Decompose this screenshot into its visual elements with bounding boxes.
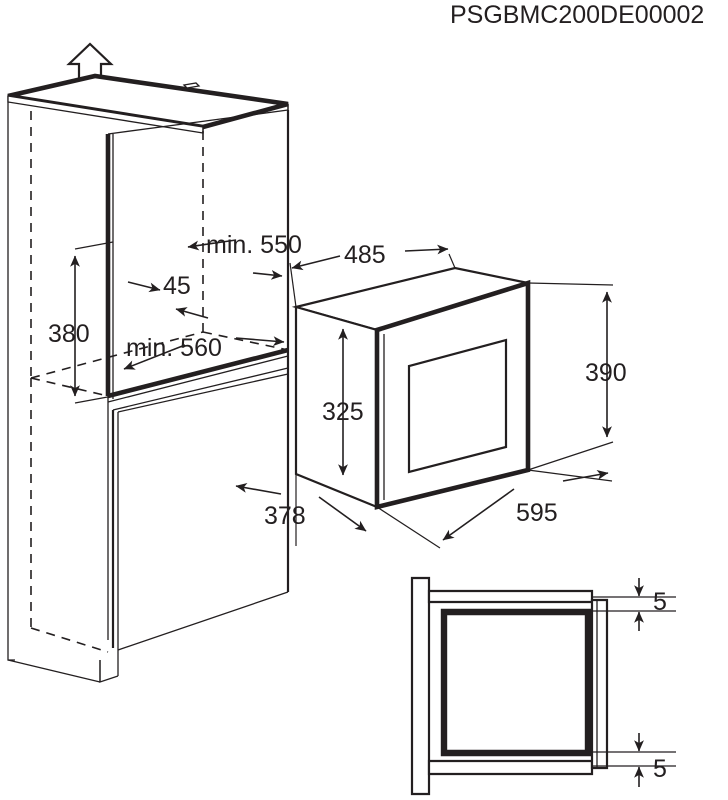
- dimension-485-label: 485: [344, 241, 386, 269]
- dimension-378: 378: [235, 474, 367, 546]
- cabinet-carcass: [7, 73, 290, 683]
- dimension-325: 325: [322, 328, 364, 476]
- dimension-min-550: min. 550: [187, 231, 302, 280]
- appliance-view: 485 325 390 378: [235, 241, 627, 549]
- dimension-min-560-label: min. 560: [126, 334, 222, 362]
- dimension-595: 595: [376, 469, 613, 549]
- dimension-390: 390: [527, 282, 627, 471]
- detail-right-frame-bar: [590, 598, 609, 770]
- dimension-325-label: 325: [322, 398, 364, 426]
- detail-upper-rail: [427, 589, 594, 604]
- dimension-390-label: 390: [585, 359, 627, 387]
- dimension-45-label: 45: [163, 272, 191, 300]
- cabinet-upper-niche: [30, 109, 289, 403]
- dimension-378-label: 378: [264, 502, 306, 530]
- dimension-min-560: min. 560: [123, 334, 285, 370]
- drawing-title: PSGBMC200DE00002: [450, 1, 704, 29]
- detail-cabinet-post: [410, 576, 431, 796]
- detail-appliance-body: [440, 608, 592, 757]
- dimension-380-label: 380: [48, 320, 90, 348]
- dimension-45: 45: [127, 272, 209, 319]
- appliance-door-window: [407, 338, 508, 474]
- dimension-min-550-label: min. 550: [206, 231, 302, 259]
- dimension-clearance-bottom-label: 5: [653, 755, 667, 783]
- dimension-clearance-top-label: 5: [653, 588, 667, 616]
- dimension-clearance-bottom: 5: [592, 733, 676, 787]
- detail-section-view: 5 5: [410, 576, 676, 796]
- dimension-clearance-top: 5: [592, 578, 676, 631]
- dimension-485: 485: [289, 241, 456, 308]
- cabinet-lower-door: [30, 367, 289, 683]
- dimension-380: 380: [48, 241, 114, 404]
- cabinet-view: min. 550 45 380 min. 560: [7, 42, 302, 683]
- detail-lower-rail: [427, 759, 594, 776]
- dimension-595-label: 595: [516, 499, 558, 527]
